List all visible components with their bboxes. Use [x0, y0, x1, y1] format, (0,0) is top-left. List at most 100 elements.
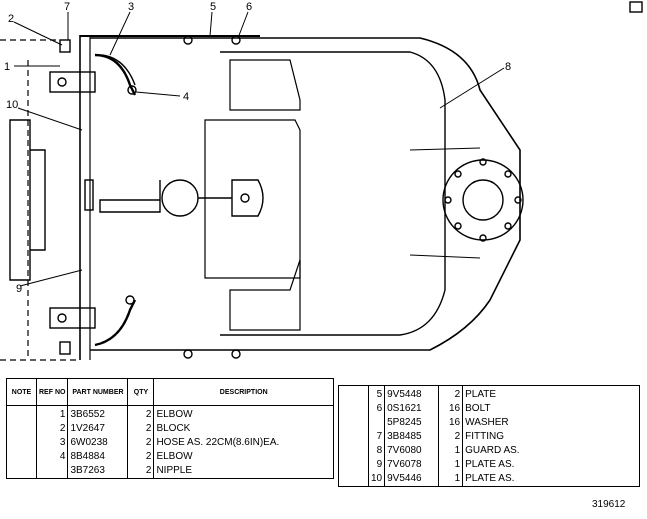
ref-cell: 2 — [35, 422, 69, 436]
figure-number: 319612 — [592, 499, 626, 510]
note-cell — [338, 472, 369, 487]
note-cell — [6, 405, 37, 422]
description-cell: HOSE AS. 22CM(8.6IN)EA. — [153, 436, 334, 450]
description-cell: BLOCK — [153, 422, 334, 436]
note-cell — [338, 430, 369, 444]
part-number-cell: 1V2647 — [67, 422, 129, 436]
parts-list-right: 5 9V5448 2 PLATE 6 0S1621 16 BOLT 5P8245… — [338, 385, 640, 487]
ref-cell: 9 — [367, 458, 386, 472]
parts-list-header: NOTE REF NO PART NUMBER QTY DESCRIPTION — [6, 378, 334, 406]
callout-3: 3 — [128, 1, 134, 13]
note-cell — [6, 422, 37, 436]
callout-1: 1 — [4, 61, 10, 73]
qty-cell: 2 — [127, 464, 155, 479]
plate-bolts — [183, 35, 241, 359]
leader-lines — [13, 11, 505, 287]
left-plate-assembly — [9, 35, 94, 360]
table-row: 3B7263 2 NIPPLE — [6, 464, 334, 479]
description-header: DESCRIPTION — [153, 378, 334, 406]
note-cell — [338, 416, 369, 430]
description-cell: FITTING — [462, 430, 640, 444]
qty-cell: 2 — [127, 422, 155, 436]
table-row: 6 0S1621 16 BOLT — [338, 402, 640, 416]
description-cell: ELBOW — [153, 450, 334, 464]
frame-outline-left — [0, 39, 80, 361]
guard-ribs — [409, 147, 481, 259]
callout-8: 8 — [505, 61, 511, 73]
table-row: 10 9V5446 1 PLATE AS. — [338, 472, 640, 487]
table-row: 7 3B8485 2 FITTING — [338, 430, 640, 444]
qty-cell: 2 — [127, 450, 155, 464]
part-number-cell: 9V5448 — [384, 385, 440, 402]
table-row: 4 8B4884 2 ELBOW — [6, 450, 334, 464]
qty-cell: 2 — [438, 385, 464, 402]
qty-cell: 1 — [438, 458, 464, 472]
note-cell — [6, 436, 37, 450]
ref-cell: 10 — [367, 472, 386, 487]
qty-header: QTY — [127, 378, 155, 406]
part-number-cell: 3B8485 — [384, 430, 440, 444]
ref-cell: 4 — [35, 450, 69, 464]
note-cell — [6, 464, 37, 479]
center-clamp — [99, 179, 264, 217]
ref-cell: 6 — [367, 402, 386, 416]
drive-hub — [442, 158, 524, 242]
callout-4: 4 — [183, 91, 189, 103]
ref-cell: 5 — [367, 385, 386, 402]
corner-mark — [629, 1, 643, 13]
table-row: 2 1V2647 2 BLOCK — [6, 422, 334, 436]
description-cell: PLATE AS. — [462, 458, 640, 472]
note-header: NOTE — [6, 378, 37, 406]
description-cell: PLATE — [462, 385, 640, 402]
note-cell — [338, 444, 369, 458]
part-number-cell: 5P8245 — [384, 416, 440, 430]
part-number-cell: 3B6552 — [67, 405, 129, 422]
ref-no-header: REF NO — [35, 378, 69, 406]
description-cell: GUARD AS. — [462, 444, 640, 458]
note-cell — [338, 385, 369, 402]
qty-cell: 1 — [438, 444, 464, 458]
qty-cell: 2 — [438, 430, 464, 444]
ref-cell: 3 — [35, 436, 69, 450]
table-row: 5 9V5448 2 PLATE — [338, 385, 640, 402]
part-number-cell: 6W0238 — [67, 436, 129, 450]
description-cell: BOLT — [462, 402, 640, 416]
callout-labels: 1 2 3 4 5 6 7 8 9 10 — [4, 1, 511, 295]
qty-cell: 16 — [438, 416, 464, 430]
table-row: 9 7V6078 1 PLATE AS. — [338, 458, 640, 472]
ref-cell — [35, 464, 69, 479]
qty-cell: 16 — [438, 402, 464, 416]
parts-list-left: NOTE REF NO PART NUMBER QTY DESCRIPTION … — [6, 378, 334, 479]
note-cell — [338, 458, 369, 472]
guard-inner-outline — [220, 51, 446, 336]
part-number-header: PART NUMBER — [67, 378, 129, 406]
part-number-cell: 3B7263 — [67, 464, 129, 479]
part-number-cell: 9V5446 — [384, 472, 440, 487]
description-cell: NIPPLE — [153, 464, 334, 479]
callout-9: 9 — [16, 283, 22, 295]
upper-hose-assembly — [49, 39, 137, 96]
qty-cell: 2 — [127, 405, 155, 422]
part-number-cell: 7V6080 — [384, 444, 440, 458]
callout-7: 7 — [64, 1, 70, 13]
ref-cell: 7 — [367, 430, 386, 444]
lower-plate-cutout — [229, 259, 301, 331]
callout-5: 5 — [210, 1, 216, 13]
table-row: 1 3B6552 2 ELBOW — [6, 405, 334, 422]
table-row: 3 6W0238 2 HOSE AS. 22CM(8.6IN)EA. — [6, 436, 334, 450]
upper-plate-cutout — [229, 59, 301, 111]
ref-cell — [367, 416, 386, 430]
callout-10: 10 — [6, 99, 18, 111]
note-cell — [338, 402, 369, 416]
part-number-cell: 0S1621 — [384, 402, 440, 416]
center-plate — [204, 119, 301, 279]
description-cell: WASHER — [462, 416, 640, 430]
part-number-cell: 7V6078 — [384, 458, 440, 472]
description-cell: PLATE AS. — [462, 472, 640, 487]
ref-cell: 8 — [367, 444, 386, 458]
note-cell — [6, 450, 37, 464]
guard-assembly-outline — [90, 37, 521, 351]
table-row: 8 7V6080 1 GUARD AS. — [338, 444, 640, 458]
exploded-view-drawing: 1 2 3 4 5 6 7 8 9 10 — [0, 1, 643, 361]
